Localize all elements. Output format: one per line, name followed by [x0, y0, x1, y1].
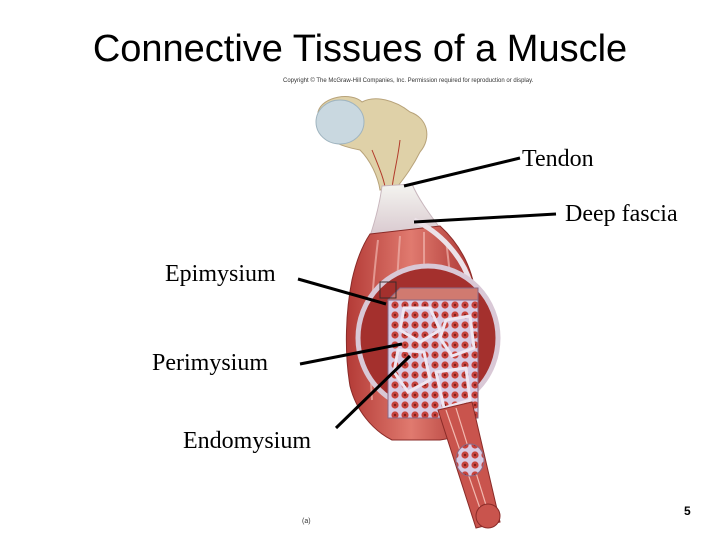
label-epimysium: Epimysium [165, 261, 276, 287]
copyright-notice: Copyright © The McGraw-Hill Companies, I… [283, 78, 534, 84]
label-tendon: Tendon [522, 146, 594, 172]
perimysium-septum [398, 306, 442, 344]
articular-cartilage [315, 99, 365, 145]
leader-perimysium [299, 342, 403, 366]
detail-box-marker [379, 281, 397, 299]
label-endomysium: Endomysium [183, 428, 312, 454]
page-number: 5 [684, 504, 691, 518]
leader-lines [297, 156, 557, 430]
leader-endomysium [334, 354, 412, 430]
fascicle-strand [437, 401, 501, 529]
leader-deep-fascia [413, 212, 557, 224]
leader-tendon [403, 156, 521, 188]
slide-title: Connective Tissues of a Muscle [92, 28, 628, 70]
figure-tag: (a) [302, 518, 311, 525]
bone [315, 96, 428, 193]
fascicle-block [386, 287, 479, 419]
label-perimysium: Perimysium [152, 350, 269, 376]
label-deep-fascia: Deep fascia [565, 201, 678, 227]
deep-fascia [412, 217, 473, 283]
leader-epimysium [297, 277, 387, 306]
